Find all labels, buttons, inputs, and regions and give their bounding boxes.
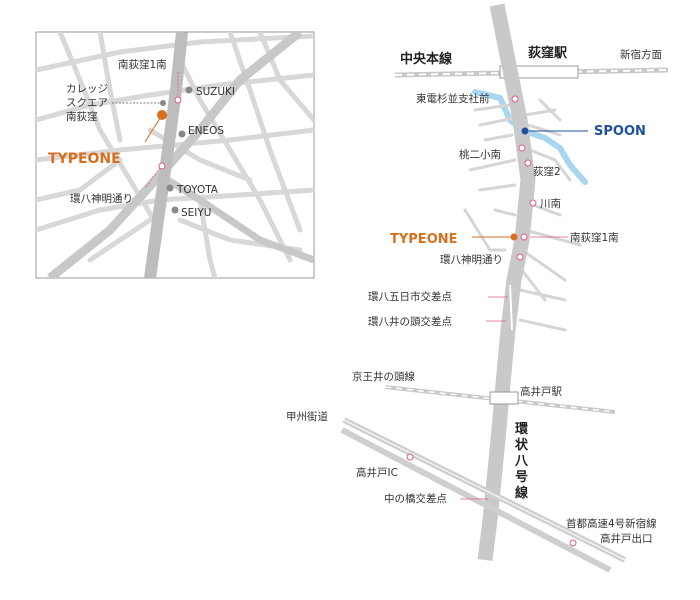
inset-college-label-1: カレッジ xyxy=(66,83,108,95)
inset-landmark-suzuki: SUZUKI xyxy=(196,86,235,98)
inset-stop-label: 南荻窪1南 xyxy=(118,58,167,71)
keio-line-label: 京王井の頭線 xyxy=(352,370,415,383)
spoon-label: SPOON xyxy=(594,124,646,139)
inset-roads xyxy=(36,32,314,278)
stop-label-minamiogikubo1: 南荻窪1南 xyxy=(570,231,619,244)
seiyu-marker xyxy=(171,206,179,214)
shinjuku-direction-label: 新宿方面 xyxy=(620,48,662,61)
expressway-label-2: 高井戸出口 xyxy=(600,532,653,545)
typeone-inset-marker xyxy=(157,110,167,120)
svg-text:八: 八 xyxy=(514,454,529,469)
expressway-label-1: 首都高速4号新宿線 xyxy=(566,517,657,530)
stop-label-ogikubo2: 荻窪2 xyxy=(533,165,561,178)
stop-label-todenchuo: 東電杉並支社前 xyxy=(416,92,490,105)
eneos-marker xyxy=(178,130,186,138)
koshu-kaido-label: 甲州街道 xyxy=(286,410,328,423)
stop-label-momoni: 桃二小南 xyxy=(459,148,501,161)
inset-map: 南荻窪1南 カレッジ スクエア 南荻窪 TYPEONE 環八神明通り SUZUK… xyxy=(35,31,315,279)
kanpachi-label: 環 状 八 号 線 xyxy=(514,422,529,501)
inset-college-label-3: 南荻窪 xyxy=(66,110,98,123)
spoon-marker xyxy=(521,127,529,135)
college-marker xyxy=(160,100,166,106)
svg-text:号: 号 xyxy=(515,470,528,485)
inset-landmark-eneos: ENEOS xyxy=(188,125,224,137)
inset-landmark-seiyu: SEIYU xyxy=(181,207,212,219)
intersection-itsukaichi-label: 環八五日市交差点 xyxy=(368,290,452,303)
inset-typeone-label: TYPEONE xyxy=(48,151,121,167)
svg-text:環: 環 xyxy=(515,422,529,437)
svg-text:線: 線 xyxy=(515,485,529,501)
bus-stops xyxy=(406,95,577,547)
inset-landmark-toyota: TOYOTA xyxy=(176,184,219,196)
main-map: 中央本線 荻窪駅 新宿方面 東電杉並支社前 桃二小南 荻窪2 川南 南荻窪1南 … xyxy=(286,3,669,573)
intersection-inokashira-label: 環八井の頭交差点 xyxy=(368,315,452,328)
side-streets xyxy=(463,98,582,332)
nakanohashi-label: 中の橋交差点 xyxy=(384,492,447,505)
takaido-station xyxy=(489,391,519,405)
chuo-line-label: 中央本線 xyxy=(400,51,453,67)
stop-label-kawaminami: 川南 xyxy=(540,197,561,210)
typeone-main-label: TYPEONE xyxy=(390,232,458,247)
takaido-station-label: 高井戸駅 xyxy=(520,385,562,398)
inset-college-label-2: スクエア xyxy=(66,97,108,109)
svg-text:状: 状 xyxy=(515,437,529,453)
typeone-main-marker xyxy=(510,233,518,241)
ogikubo-station xyxy=(499,65,579,79)
suzuki-marker xyxy=(185,86,193,94)
stop-label-shinmei: 環八神明通り xyxy=(440,253,503,266)
inset-bus-label: 環八神明通り xyxy=(70,192,133,205)
ogikubo-station-label: 荻窪駅 xyxy=(528,45,568,61)
toyota-marker xyxy=(166,184,174,192)
koshu-kaido xyxy=(340,427,612,573)
takaido-ic-label: 高井戸IC xyxy=(356,466,398,479)
river xyxy=(472,89,588,185)
